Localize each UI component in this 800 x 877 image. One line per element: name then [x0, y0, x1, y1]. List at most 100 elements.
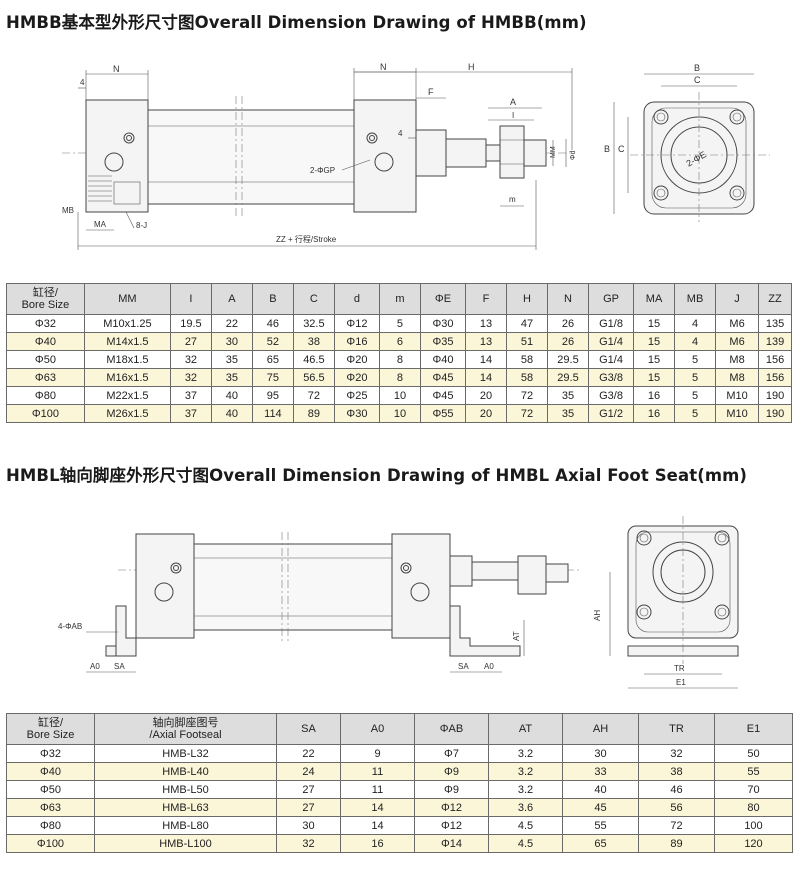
table-cell: 30: [276, 816, 341, 835]
table-cell: Φ63: [6, 798, 95, 817]
table-cell: 10: [378, 404, 421, 423]
table-cell: 156: [758, 350, 792, 369]
dim-ah: AH: [593, 610, 602, 621]
dim-zz: ZZ + 行程/Stroke: [276, 234, 337, 244]
table-cell: 35: [210, 368, 253, 387]
table-cell: 14: [465, 350, 508, 369]
dim-2-gp: 2-ΦGP: [310, 166, 335, 175]
table-cell: 37: [169, 386, 212, 405]
dim-e1: E1: [676, 678, 686, 687]
dim-mb: MB: [62, 206, 74, 215]
table-cell: 46: [638, 780, 715, 799]
dim-a: A: [510, 97, 516, 107]
column-header: AH: [562, 713, 639, 745]
table-cell: G3/8: [587, 386, 635, 405]
table-cell: Φ25: [333, 386, 380, 405]
table-cell: 35: [547, 386, 589, 405]
table-cell: Φ12: [414, 816, 489, 835]
column-header: d: [333, 283, 380, 315]
table-cell: 70: [714, 780, 793, 799]
table-cell: Φ9: [414, 780, 489, 799]
table-cell: 5: [674, 404, 717, 423]
table-cell: 45: [562, 798, 639, 817]
table-cell: 15: [633, 332, 676, 351]
dim-b-side: B: [604, 144, 610, 154]
table-cell: 32.5: [292, 314, 335, 333]
dim-m: m: [509, 195, 516, 204]
dim-sa-right: SA: [458, 662, 469, 671]
table-cell: 33: [562, 762, 639, 781]
table-cell: 190: [758, 386, 792, 405]
table-cell: M10x1.25: [83, 314, 171, 333]
table-cell: 35: [547, 404, 589, 423]
table-cell: M8: [715, 368, 760, 387]
column-header: A: [210, 283, 253, 315]
table-cell: 15: [633, 368, 676, 387]
dim-sa-left: SA: [114, 662, 125, 671]
dim-i: I: [512, 111, 514, 120]
table-cell: M10: [715, 404, 760, 423]
table-cell: 16: [633, 404, 676, 423]
dim-ma: MA: [94, 220, 107, 229]
table-cell: 135: [758, 314, 792, 333]
table-cell: 4: [674, 332, 717, 351]
table-cell: 22: [276, 744, 341, 763]
table-cell: 27: [169, 332, 212, 351]
table-cell: 30: [562, 744, 639, 763]
dim-4-right: 4: [398, 129, 403, 138]
dim-h: H: [468, 62, 475, 72]
table-cell: Φ40: [6, 332, 85, 351]
column-header: J: [715, 283, 760, 315]
table-cell: 15: [633, 314, 676, 333]
dim-n-left: N: [113, 64, 120, 74]
dim-c-side: C: [618, 144, 625, 154]
table-cell: Φ50: [6, 780, 95, 799]
table-cell: 29.5: [547, 368, 589, 387]
table-cell: 32: [169, 350, 212, 369]
section-title-hmbb: HMBB基本型外形尺寸图Overall Dimension Drawing of…: [6, 13, 587, 32]
column-header: A0: [340, 713, 415, 745]
hmbl-dimension-drawing: 4-ΦAB A0 SA SA A0 AT AH TR E1: [58, 516, 739, 689]
table-cell: Φ55: [419, 404, 467, 423]
table-cell: 16: [340, 834, 415, 853]
table-cell: 80: [714, 798, 793, 817]
table-cell: Φ32: [6, 314, 85, 333]
table-cell: M18x1.5: [83, 350, 171, 369]
table-cell: M22x1.5: [83, 386, 171, 405]
table-cell: Φ7: [414, 744, 489, 763]
table-cell: 14: [465, 368, 508, 387]
table-cell: 55: [562, 816, 639, 835]
table-cell: 30: [210, 332, 253, 351]
table-cell: 3.6: [488, 798, 563, 817]
table-cell: Φ12: [414, 798, 489, 817]
table-cell: G1/2: [587, 404, 635, 423]
table-cell: 100: [714, 816, 793, 835]
table-cell: 55: [714, 762, 793, 781]
table-cell: 58: [506, 350, 548, 369]
column-header: C: [292, 283, 335, 315]
table-cell: 32: [276, 834, 341, 853]
table-cell: 139: [758, 332, 792, 351]
column-header: 缸径/Bore Size: [6, 283, 85, 315]
table-cell: M6: [715, 314, 760, 333]
table-cell: 4.5: [488, 834, 563, 853]
table-cell: 37: [169, 404, 212, 423]
column-header: SA: [276, 713, 341, 745]
table-cell: 10: [378, 386, 421, 405]
table-cell: Φ80: [6, 386, 85, 405]
table-cell: 65: [251, 350, 294, 369]
table-cell: Φ100: [6, 834, 95, 853]
table-cell: 65: [562, 834, 639, 853]
table-cell: 5: [674, 368, 717, 387]
table-cell: 8: [378, 350, 421, 369]
table-cell: 52: [251, 332, 294, 351]
